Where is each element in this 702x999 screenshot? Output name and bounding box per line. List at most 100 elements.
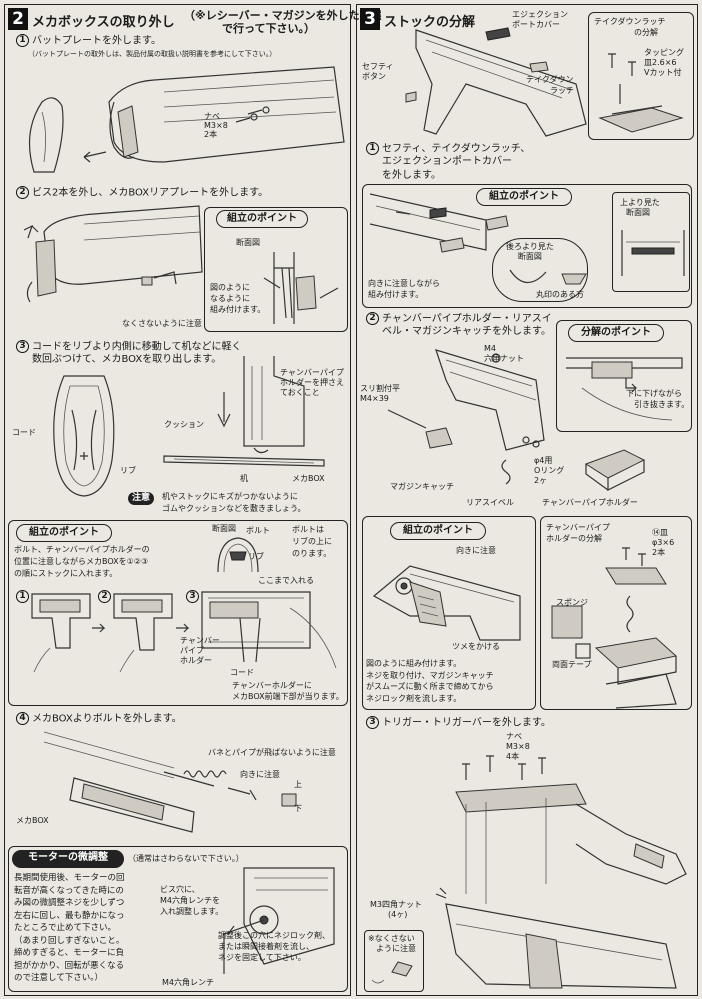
- cph-title-line2: ホルダーの分解: [546, 534, 602, 543]
- fig-note: 図のように なるように 組み付けます。: [210, 282, 265, 315]
- assembly-point-title-4: 組立のポイント: [390, 522, 486, 540]
- buttplate-removal-illustration: [28, 66, 345, 173]
- after-line3: ネジを固定して下さい。: [218, 953, 306, 962]
- pan-line1: ナベ: [506, 732, 522, 741]
- takedown-latch-box-title: テイクダウンラッチ の分解: [594, 16, 666, 38]
- lost-line2: ように注意: [376, 944, 416, 953]
- ch-line2: パイプ: [180, 646, 204, 655]
- screw-type: ナベ: [204, 112, 220, 121]
- section-2: 2 メカボックスの取り外し （※レシーバー・マガジンを外した状態 で行って下さい…: [4, 4, 382, 996]
- tap-line2: 皿2.6×6: [644, 58, 677, 67]
- magcatch-line3: がスムーズに動く所まで締めてから: [366, 682, 494, 691]
- rear-view-line2: 断面図: [517, 252, 542, 261]
- motor-line7: 締めすぎると、モーターに負: [14, 948, 125, 958]
- rear-view-label: 後ろより見た 断面図: [506, 242, 554, 262]
- assembly-point-title-2: 組立のポイント: [16, 524, 112, 542]
- step-text: ビス2本を外し、メカBOXリアプレートを外します。: [32, 187, 269, 199]
- caution-line2: ゴムやクッションなどを敷きましょう。: [162, 504, 306, 513]
- top-view-line1: 上より見た: [620, 198, 660, 207]
- ejection-line2: ポートカバー: [512, 20, 560, 29]
- dont-lose-note-2: ※なくさない ように注意: [368, 934, 416, 954]
- mag-catch-assembly-text: 図のように組み付けます。 ネジを取り付け、マガジンキャッチ がスムーズに動く所ま…: [366, 658, 494, 704]
- step-number: 1: [16, 34, 29, 47]
- chamber-holder-pull-figure: [566, 357, 683, 421]
- cph-screw-line2: φ3×6: [652, 538, 675, 547]
- rear-view-figure: [509, 269, 587, 285]
- chamber-holder-disassembly-title: チャンバーパイプ ホルダーの分解: [546, 522, 610, 544]
- top-view-figure: [621, 230, 685, 276]
- ch-line1: チャンバー: [180, 636, 220, 645]
- step-text: トリガー・トリガーバーを外します。: [382, 717, 551, 729]
- slotted-screw-label: スリ割付平 M4×39: [360, 384, 400, 404]
- step-text-line1: チャンバーパイプホルダー・リアスイ: [382, 313, 552, 325]
- step-number: 3: [366, 716, 379, 729]
- step-text: メカBOXよりボルトを外します。: [32, 713, 182, 725]
- safety-button-label: セフティ ボタン: [362, 62, 394, 82]
- direction-note-2: 向きに注意: [456, 546, 496, 555]
- seq-2: 2: [98, 590, 111, 603]
- rear-view-bubble: [492, 238, 588, 302]
- rib-label: リブ: [120, 466, 136, 475]
- oring-line2: Oリング: [534, 466, 565, 475]
- bolt-note-line1: ボルトは: [292, 525, 324, 534]
- m4-line1: M4: [484, 344, 496, 353]
- chamber-holder-exploded-figure: [551, 547, 678, 709]
- cord-label: コード: [12, 428, 36, 437]
- m4-nut-label: M4 六角ナット: [484, 344, 524, 364]
- section-3-number: 3: [360, 8, 380, 30]
- cross-section-figure: [263, 252, 339, 324]
- cross-section-label: 断面図: [236, 238, 260, 247]
- dir-line1: 向きに注意しながら: [368, 279, 440, 288]
- step-2-3-line2: 数回ぶつけて、メカBOXを取り出します。: [32, 354, 222, 365]
- motor-line1: 長期間使用後、モーターの回: [14, 873, 125, 883]
- mechabox-removal-figure: [163, 356, 325, 467]
- caution-badge: 注意: [128, 492, 155, 505]
- takedown-latch-figure: [598, 53, 684, 133]
- motor-adjust-box: [8, 846, 348, 992]
- pull-line1: 下に下げながら: [626, 389, 682, 398]
- section-2-note-line2: で行って下さい。）: [222, 22, 315, 35]
- section-3-title: ストックの分解: [384, 15, 476, 30]
- motor-adjust-note: （通常はさわらないで下さい。）: [128, 854, 244, 863]
- ejection-line1: エジェクション: [512, 10, 568, 19]
- chamber-hold-note: チャンバーパイプ ホルダーを押さえ ておくこと: [280, 368, 344, 398]
- motor-adjust-title: モーターの微調整: [12, 850, 124, 868]
- seq-3: 3: [186, 590, 199, 603]
- cph-title-line1: チャンバーパイプ: [546, 523, 610, 532]
- motor-line4: 左右に回し、最も静かになっ: [14, 910, 125, 921]
- m4-line2: 六角ナット: [484, 354, 524, 363]
- holder-note-line2: メカBOX前端下部が当ります。: [232, 692, 344, 701]
- direction-warning: 向きに注意: [240, 770, 280, 779]
- step-3-1-line3: を外します。: [382, 170, 441, 181]
- assembly-line2: 位置に注意しながらメカBOXを①②③: [14, 557, 149, 566]
- section-3-frame: [356, 4, 698, 996]
- cross-section-label-2: 断面図: [212, 524, 236, 533]
- holder-contact-note: チャンバーホルダーに メカBOX前端下部が当ります。: [232, 680, 344, 702]
- motor-line2: 転音が高くなってきた時にの: [14, 885, 124, 896]
- mechabox-label: メカBOX: [292, 474, 325, 483]
- insert-sequence-figure: [31, 591, 337, 673]
- step-2-1-subnote: （バットプレートの取外しは、製品付属の取扱い説明書を参考にして下さい。）: [28, 50, 277, 58]
- oring-line1: φ4用: [534, 456, 553, 465]
- caution-line1: 机やストックにキズがつかないように: [162, 492, 298, 501]
- assembly-point-title-3: 組立のポイント: [476, 188, 572, 206]
- cph-screw-line1: ⑭皿: [652, 528, 668, 537]
- assembly-point-title-1: 組立のポイント: [216, 210, 308, 228]
- fig-note-line2: なるように: [210, 294, 250, 303]
- chamber-holder-disassembly-box: [540, 516, 692, 710]
- pull-line2: 引き抜きます。: [634, 400, 690, 409]
- assembly-line3: の順にストックに入れます。: [14, 569, 118, 578]
- step-number: 1: [366, 142, 379, 155]
- takedown-latch-label: テイクダウン ラッチ: [526, 74, 574, 96]
- chamber-hold-line2: ホルダーを押さえ: [280, 378, 344, 387]
- assembly-point-box-1: [204, 207, 348, 332]
- safety-assembly-figure: [369, 193, 509, 253]
- top-view-line2: 断面図: [626, 208, 650, 217]
- motor-adjust-figure: [223, 867, 335, 974]
- holder-note-line1: チャンバーホルダーに: [232, 681, 312, 690]
- screw-size: M3×8: [204, 121, 228, 130]
- mechabox-label-2: メカBOX: [16, 816, 49, 825]
